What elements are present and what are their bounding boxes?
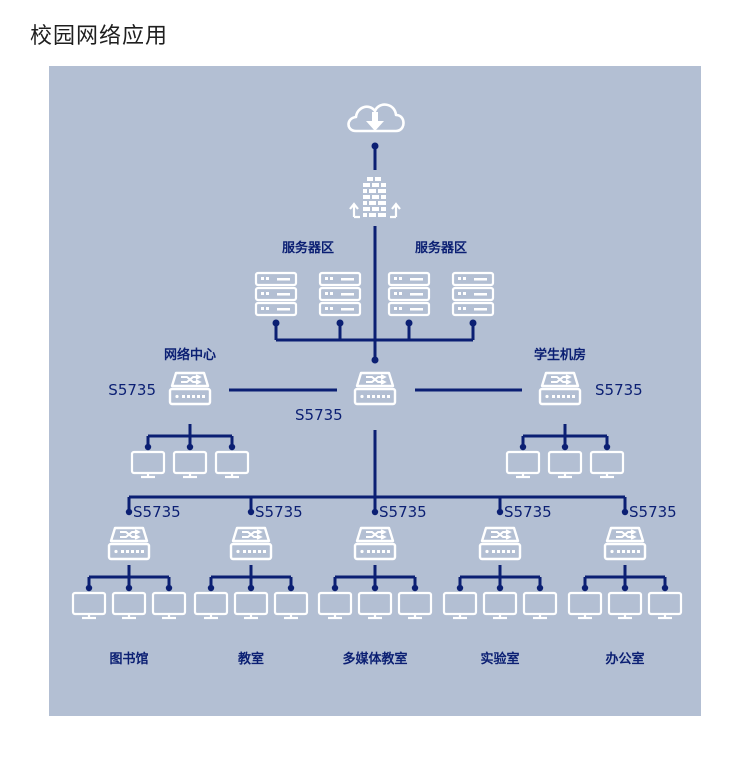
- page-title: 校园网络应用: [30, 24, 169, 49]
- monitor-icon: [357, 591, 393, 620]
- switch-model-label: S5735: [504, 503, 552, 521]
- monitor-icon: [442, 591, 478, 620]
- switch-icon: [229, 526, 273, 561]
- monitor-icon: [172, 450, 208, 479]
- link-dot: [247, 584, 255, 592]
- monitor-icon: [214, 450, 250, 479]
- link-dot: [621, 584, 629, 592]
- monitor-icon: [397, 591, 433, 620]
- link-dot: [496, 584, 504, 592]
- link-dot: [536, 584, 544, 592]
- monitor-icon: [567, 591, 603, 620]
- monitor-icon: [522, 591, 558, 620]
- link-dot: [85, 584, 93, 592]
- link-dots: [272, 142, 477, 364]
- link-dot: [561, 443, 569, 451]
- link-dot: [165, 584, 173, 592]
- monitor-icon: [607, 591, 643, 620]
- monitor-icon: [482, 591, 518, 620]
- monitor-icon: [547, 450, 583, 479]
- link-dot: [371, 584, 379, 592]
- switch-icon: [168, 371, 212, 406]
- link-dot: [125, 584, 133, 592]
- switch-icon: [107, 526, 151, 561]
- monitor-icon: [111, 591, 147, 620]
- switch-model-label: S5735: [595, 381, 643, 399]
- department-label: 办公室: [605, 651, 644, 667]
- monitor-icon: [193, 591, 229, 620]
- core-links: [127, 146, 627, 512]
- network-center-label: 网络中心: [164, 347, 216, 363]
- link-dot: [144, 443, 152, 451]
- link-dot: [125, 508, 133, 516]
- server-zone-right-label: 服务器区: [415, 240, 467, 256]
- link-dot: [371, 508, 379, 516]
- monitor-icon: [71, 591, 107, 620]
- switch-model-label: S5735: [295, 406, 343, 424]
- link-dot: [603, 443, 611, 451]
- student-lab-label: 学生机房: [534, 347, 586, 363]
- monitor-icon: [233, 591, 269, 620]
- firewall-icon: [349, 177, 401, 219]
- link-dot: [207, 584, 215, 592]
- monitor-icon: [505, 450, 541, 479]
- link-dot: [456, 584, 464, 592]
- server-icon: [451, 271, 495, 317]
- switch-model-label: S5735: [255, 503, 303, 521]
- link-dot: [247, 508, 255, 516]
- monitor-icon: [130, 450, 166, 479]
- switch-icon: [603, 526, 647, 561]
- link-dot: [411, 584, 419, 592]
- link-dot: [519, 443, 527, 451]
- monitor-icon: [151, 591, 187, 620]
- switch-model-label: S5735: [108, 381, 156, 399]
- switch-icon: [353, 371, 397, 406]
- switch-model-label: S5735: [133, 503, 181, 521]
- server-icon: [318, 271, 362, 317]
- link-dot: [287, 584, 295, 592]
- link-dot: [228, 443, 236, 451]
- server-icon: [387, 271, 431, 317]
- link-dot: [331, 584, 339, 592]
- cloud-download-icon: [347, 103, 405, 133]
- diagram-background: [49, 66, 701, 716]
- monitor-icon: [317, 591, 353, 620]
- monitor-icon: [273, 591, 309, 620]
- monitor-icon: [647, 591, 683, 620]
- department-label: 多媒体教室: [342, 651, 407, 667]
- link-dot: [186, 443, 194, 451]
- link-dot: [661, 584, 669, 592]
- link-dot: [621, 508, 629, 516]
- switch-model-label: S5735: [629, 503, 677, 521]
- switch-model-label: S5735: [379, 503, 427, 521]
- link-dot: [496, 508, 504, 516]
- department-label: 实验室: [480, 651, 519, 667]
- server-zone-left-label: 服务器区: [282, 240, 334, 256]
- switch-icon: [538, 371, 582, 406]
- department-label: 图书馆: [109, 651, 148, 667]
- switch-icon: [478, 526, 522, 561]
- server-icon: [254, 271, 298, 317]
- department-label: 教室: [237, 651, 264, 667]
- monitor-icon: [589, 450, 625, 479]
- link-dot: [581, 584, 589, 592]
- switch-icon: [353, 526, 397, 561]
